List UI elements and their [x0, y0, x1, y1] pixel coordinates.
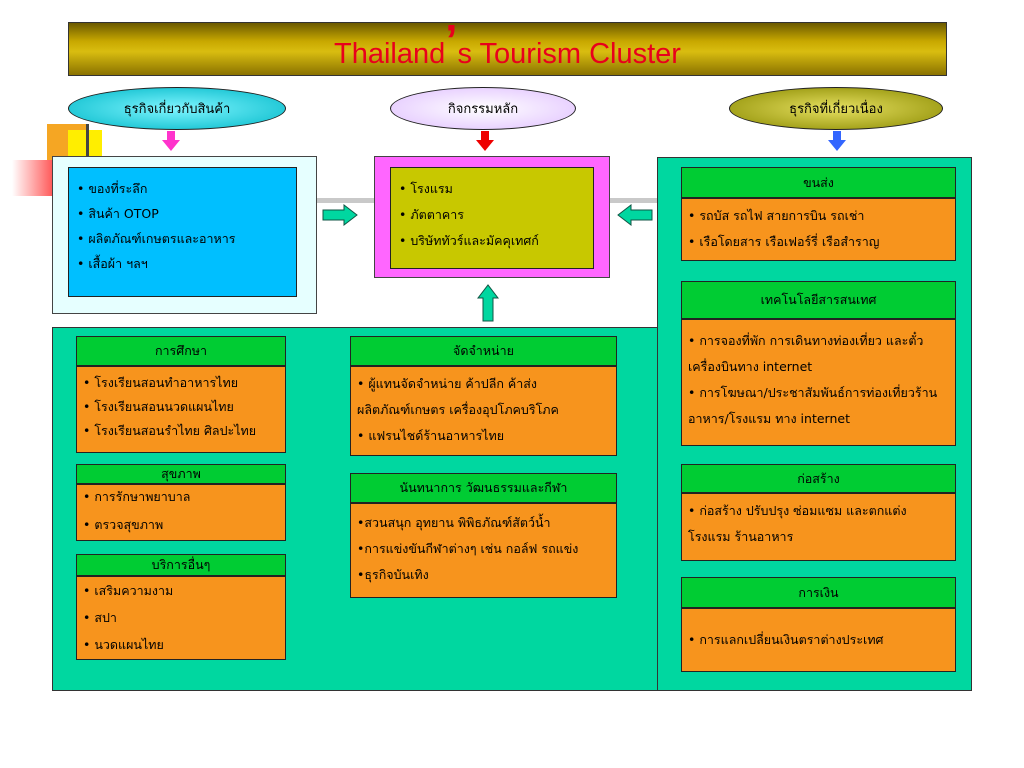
transport-item: • รถบัส รถไฟ สายการบิน รถเช่า [688, 208, 865, 223]
health-title: สุขภาพ [76, 464, 286, 484]
products-box: • ของที่ระลึก • สินค้า OTOP • ผลิตภัณฑ์เ… [68, 167, 297, 297]
down-arrow-icon [476, 131, 494, 151]
entertainment-box: •สวนสนุก อุทยาน พิพิธภัณฑ์สัตว์น้ำ •การแ… [350, 503, 617, 598]
education-item: • โรงเรียนสอนรำไทย ศิลปะไทย [83, 423, 257, 438]
products-item: • ผลิตภัณฑ์เกษตรและอาหาร [77, 231, 236, 246]
oval-products-label: ธุรกิจเกี่ยวกับสินค้า [123, 102, 231, 117]
entertainment-item: •การแข่งขันกีฬาต่างๆ เช่น กอล์ฟ รถแข่ง [357, 541, 579, 556]
education-title-text: การศึกษา [154, 343, 208, 358]
title-apostrophe: ’ [445, 16, 458, 65]
construction-title: ก่อสร้าง [681, 464, 956, 493]
transport-title: ขนส่ง [681, 167, 956, 198]
oval-core-label: กิจกรรมหลัก [447, 102, 519, 117]
education-item: • โรงเรียนสอนนวดแผนไทย [83, 399, 234, 414]
products-item: • เสื้อผ้า ฯลฯ [77, 256, 148, 271]
decor-red-gradient [12, 160, 52, 196]
decor-dark-bar [86, 124, 89, 160]
down-arrow-icon [162, 131, 180, 151]
other-services-item: • เสริมความงาม [83, 583, 174, 598]
health-box: • การรักษาพยาบาล • ตรวจสุขภาพ [76, 484, 286, 541]
distribution-item: • แฟรนไชด์ร้านอาหารไทย [357, 428, 505, 443]
education-title: การศึกษา [76, 336, 286, 366]
connector-line-right [610, 198, 658, 203]
it-title: เทคโนโลยีสารสนเทศ [681, 281, 956, 319]
finance-item: • การแลกเปลี่ยนเงินตราต่างประเทศ [688, 632, 884, 647]
transport-box: • รถบัส รถไฟ สายการบิน รถเช่า • เรือโดยส… [681, 198, 956, 261]
core-box: • โรงแรม • ภัตตาคาร • บริษัททัวร์และมัคค… [390, 167, 594, 269]
entertainment-item: •ธุรกิจบันเทิง [357, 567, 429, 582]
other-services-title: บริการอื่นๆ [76, 554, 286, 576]
up-arrow-icon [477, 284, 499, 322]
entertainment-item: •สวนสนุก อุทยาน พิพิธภัณฑ์สัตว์น้ำ [357, 515, 551, 530]
other-services-item: • นวดแผนไทย [83, 637, 164, 652]
construction-title-text: ก่อสร้าง [797, 470, 840, 486]
distribution-title: จัดจำหน่าย [350, 336, 617, 366]
distribution-item: • ผู้แทนจัดจำหน่าย ค้าปลีก ค้าส่ง [357, 376, 538, 391]
finance-title: การเงิน [681, 577, 956, 608]
transport-title-text: ขนส่ง [803, 174, 834, 190]
oval-related-label: ธุรกิจที่เกี่ยวเนื่อง [789, 102, 883, 117]
title-rest: s Tourism Cluster [457, 38, 681, 70]
products-item: • ของที่ระลึก [77, 181, 148, 196]
education-box: • โรงเรียนสอนทำอาหารไทย • โรงเรียนสอนนวด… [76, 366, 286, 453]
oval-products-business: ธุรกิจเกี่ยวกับสินค้า [68, 87, 286, 130]
left-arrow-icon [617, 204, 653, 226]
core-item: • บริษัททัวร์และมัคคุเทศก์ [399, 233, 539, 248]
entertainment-title: นันทนาการ วัฒนธรรมและกีฬา [350, 473, 617, 503]
decor-yellow-square [68, 130, 102, 160]
right-arrow-icon [322, 204, 358, 226]
oval-core-activities: กิจกรรมหลัก [390, 87, 576, 130]
distribution-box: • ผู้แทนจัดจำหน่าย ค้าปลีก ค้าส่ง ผลิตภั… [350, 366, 617, 456]
construction-item: • ก่อสร้าง ปรับปรุง ซ่อมแซม และตกแต่งโรง… [688, 503, 907, 544]
other-services-box: • เสริมความงาม • สปา • นวดแผนไทย [76, 576, 286, 660]
finance-box: • การแลกเปลี่ยนเงินตราต่างประเทศ [681, 608, 956, 672]
it-box: • การจองที่พัก การเดินทางท่องเที่ยว และต… [681, 319, 956, 446]
core-item: • ภัตตาคาร [399, 207, 464, 222]
products-item: • สินค้า OTOP [77, 206, 159, 221]
health-item: • การรักษาพยาบาล [83, 489, 191, 504]
it-item: • การโฆษณา/ประชาสัมพันธ์การท่องเที่ยวร้า… [688, 385, 938, 426]
page-title: Thailand’s Tourism Cluster [334, 16, 681, 74]
construction-box: • ก่อสร้าง ปรับปรุง ซ่อมแซม และตกแต่งโรง… [681, 493, 956, 561]
connector-line-left [317, 198, 375, 203]
entertainment-title-text: นันทนาการ วัฒนธรรมและกีฬา [399, 480, 568, 495]
other-services-item: • สปา [83, 610, 117, 625]
oval-related-business: ธุรกิจที่เกี่ยวเนื่อง [729, 87, 943, 130]
health-item: • ตรวจสุขภาพ [83, 517, 164, 532]
finance-title-text: การเงิน [798, 584, 839, 600]
other-services-title-text: บริการอื่นๆ [151, 557, 211, 572]
it-item: • การจองที่พัก การเดินทางท่องเที่ยว และต… [688, 333, 924, 374]
health-title-text: สุขภาพ [161, 466, 201, 481]
distribution-title-text: จัดจำหน่าย [453, 343, 514, 358]
distribution-item: ผลิตภัณฑ์เกษตร เครื่องอุปโภคบริโภค [357, 402, 559, 417]
education-item: • โรงเรียนสอนทำอาหารไทย [83, 375, 239, 390]
transport-item: • เรือโดยสาร เรือเฟอร์รี่ เรือสำราญ [688, 234, 880, 249]
down-arrow-icon [828, 131, 846, 151]
title-main: Thailand [334, 38, 446, 70]
it-title-text: เทคโนโลยีสารสนเทศ [760, 292, 877, 307]
title-bar: Thailand’s Tourism Cluster [68, 16, 947, 76]
core-item: • โรงแรม [399, 181, 453, 196]
